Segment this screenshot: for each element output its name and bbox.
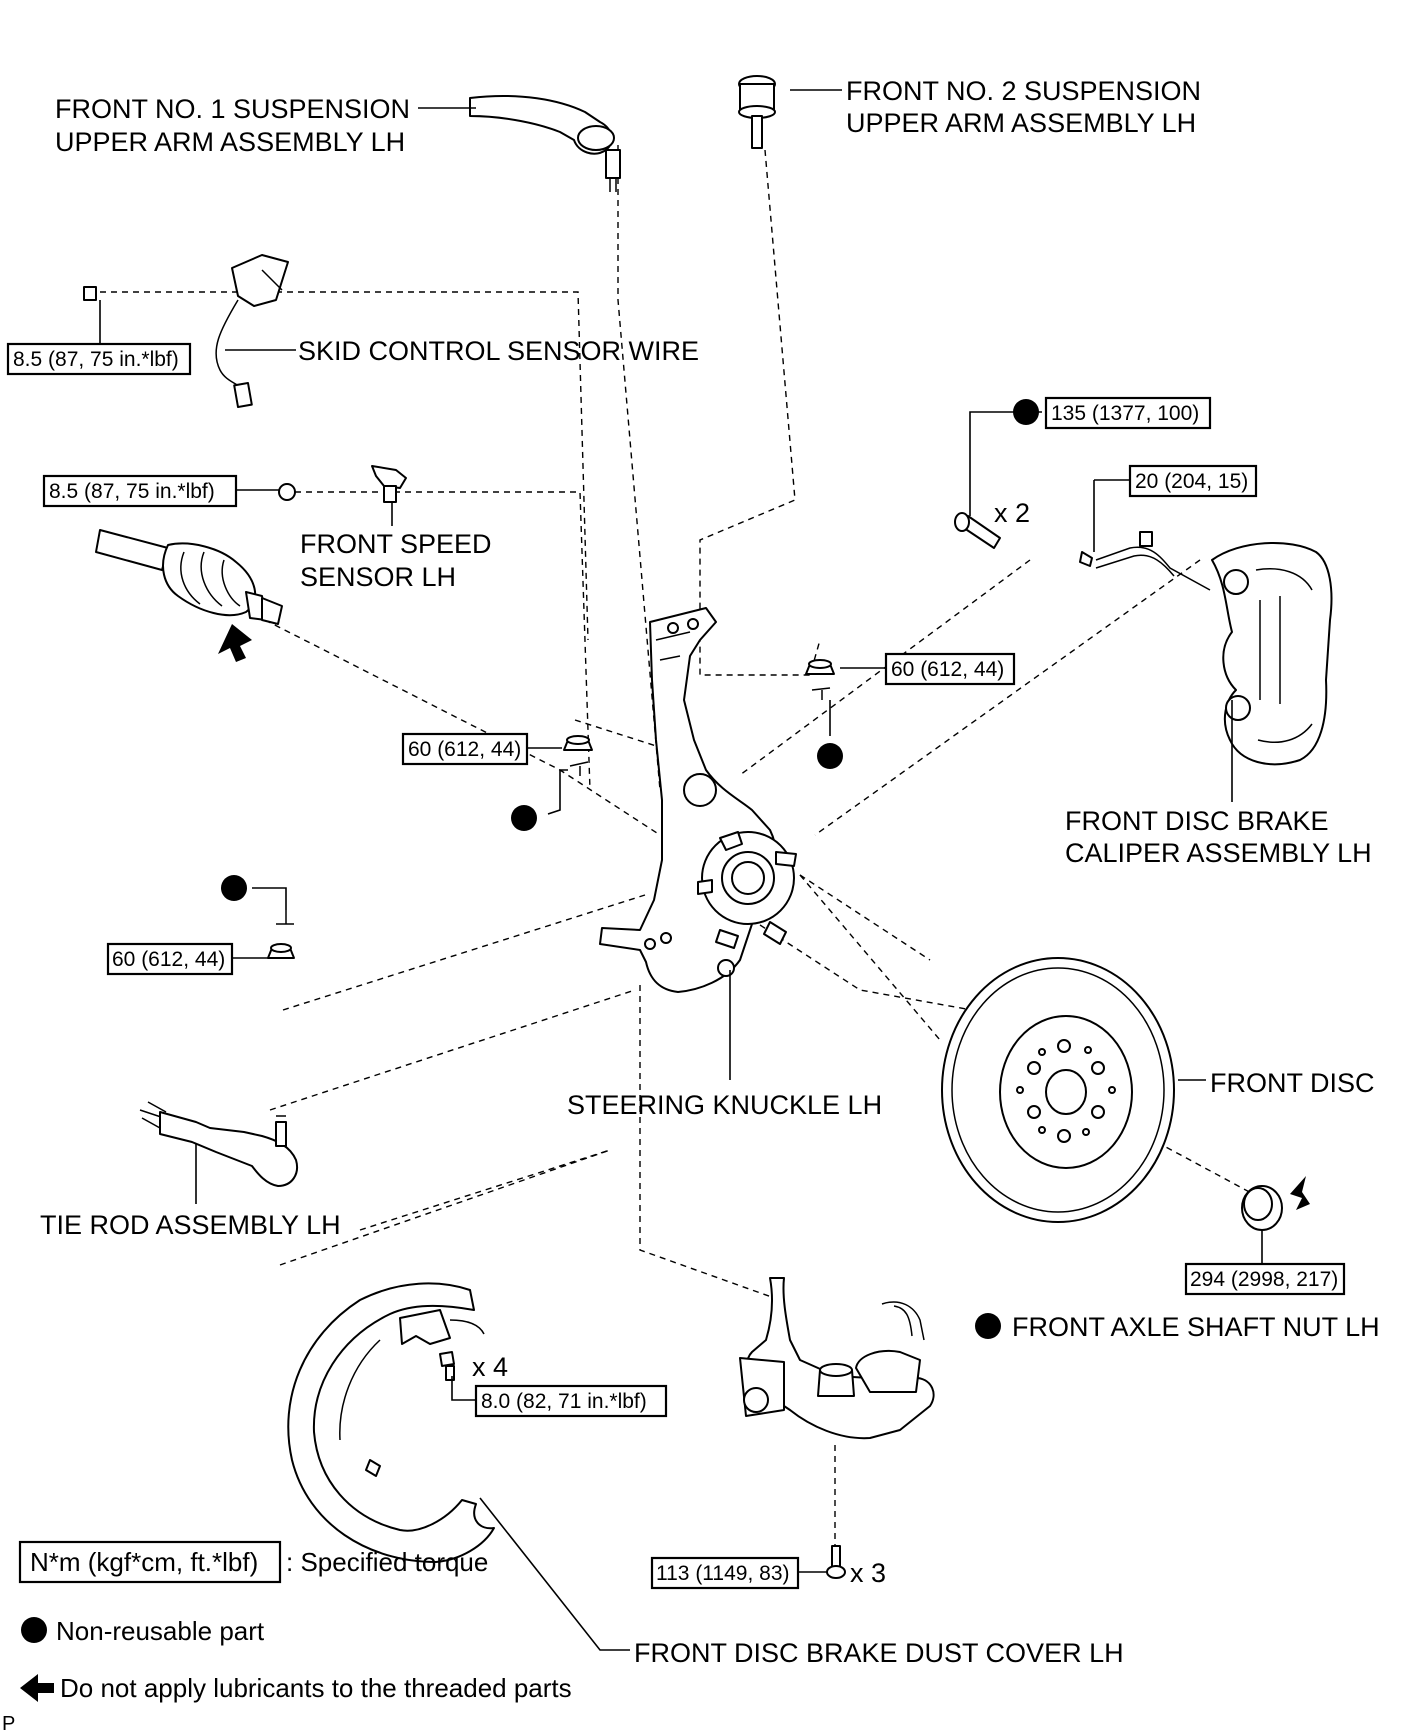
torque-specs: 8.5 (87, 75 in.*lbf) 8.5 (87, 75 in.*lbf… [6, 342, 1346, 1590]
svg-text:8.5 (87, 75 in.*lbf): 8.5 (87, 75 in.*lbf) [49, 480, 215, 503]
label-axle-shaft-nut: FRONT AXLE SHAFT NUT LH [1012, 1312, 1380, 1342]
non-reusable-dot-upper-left [511, 805, 537, 831]
corner-mark: P [2, 1713, 15, 1734]
label-caliper-line1: FRONT DISC BRAKE [1065, 806, 1329, 836]
torque-box-upper-nut-left: 60 (612, 44) [401, 732, 529, 766]
torque-box-dust-cover-bolt: 8.0 (82, 71 in.*lbf) [474, 1384, 668, 1418]
label-tie-rod-assembly: TIE ROD ASSEMBLY LH [40, 1210, 341, 1240]
label-upper-arm-2-line2: UPPER ARM ASSEMBLY LH [846, 108, 1196, 138]
svg-text:60 (612, 44): 60 (612, 44) [891, 658, 1004, 681]
upper-arm-2-part [738, 75, 776, 149]
front-speed-sensor-part [278, 465, 407, 503]
legend-no-lubricant-text: Do not apply lubricants to the threaded … [60, 1673, 572, 1703]
upper-arm-1-part [469, 95, 621, 192]
label-upper-arm-1-line2: UPPER ARM ASSEMBLY LH [55, 127, 405, 157]
legend-arrow-icon [20, 1674, 54, 1702]
torque-box-speed-sensor-bolt: 8.5 (87, 75 in.*lbf) [42, 474, 238, 508]
legend-non-reusable-dot [21, 1617, 47, 1643]
qty-lower-arm-bolt: x 3 [850, 1558, 886, 1588]
legend-no-lubricant: Do not apply lubricants to the threaded … [20, 1673, 572, 1703]
label-skid-control-sensor-wire: SKID CONTROL SENSOR WIRE [298, 336, 699, 366]
front-disc-brake-dust-cover-part [287, 1282, 495, 1563]
non-reusable-dot-caliper-bolt [1013, 399, 1039, 425]
non-reusable-dot-tie-rod [221, 875, 247, 901]
skid-control-sensor-wire-part [83, 254, 289, 409]
legend-torque-text: : Specified torque [286, 1547, 488, 1577]
label-caliper-line2: CALIPER ASSEMBLY LH [1065, 838, 1372, 868]
torque-box-skid-wire-bolt: 8.5 (87, 75 in.*lbf) [6, 342, 192, 376]
lower-arm-part [739, 1277, 935, 1579]
svg-text:294 (2998, 217): 294 (2998, 217) [1190, 1268, 1338, 1291]
tie-rod-assembly-part [139, 1101, 298, 1187]
steering-knuckle-part [599, 607, 777, 993]
legend-torque-unit: N*m (kgf*cm, ft.*lbf) [30, 1547, 258, 1577]
legend-non-reusable: Non-reusable part [21, 1616, 265, 1646]
label-front-speed-sensor-line1: FRONT SPEED [300, 529, 492, 559]
legend: N*m (kgf*cm, ft.*lbf) : Specified torque… [18, 1540, 572, 1703]
label-upper-arm-2-line1: FRONT NO. 2 SUSPENSION [846, 76, 1201, 106]
non-reusable-dot-axle-nut [975, 1313, 1001, 1339]
qty-caliper-bolt: x 2 [994, 498, 1030, 528]
upper-nut-left-part [563, 735, 593, 776]
assembly-guide-lines [100, 145, 1256, 1545]
tie-rod-nut-part [267, 910, 295, 959]
torque-box-upper-nut-right: 60 (612, 44) [884, 652, 1016, 686]
label-dust-cover: FRONT DISC BRAKE DUST COVER LH [634, 1638, 1124, 1668]
label-front-speed-sensor-line2: SENSOR LH [300, 562, 456, 592]
axle-hub-part [697, 831, 797, 977]
caliper-bolt-part [954, 512, 1001, 549]
axle-shaft-nut-part [1241, 1176, 1310, 1231]
torque-box-tie-rod-nut: 60 (612, 44) [106, 942, 234, 976]
svg-text:60 (612, 44): 60 (612, 44) [408, 738, 521, 761]
legend-torque: N*m (kgf*cm, ft.*lbf) : Specified torque [18, 1540, 488, 1584]
torque-box-lower-arm-bolt: 113 (1149, 83) [650, 1556, 800, 1590]
drive-shaft-part [95, 529, 283, 662]
upper-nut-right-part [805, 659, 835, 700]
svg-text:20 (204, 15): 20 (204, 15) [1135, 470, 1248, 493]
non-reusable-dot-upper-right [817, 743, 843, 769]
torque-box-axle-nut: 294 (2998, 217) [1184, 1262, 1346, 1296]
front-disc-brake-caliper-part [1211, 542, 1333, 766]
torque-box-hose-bolt: 20 (204, 15) [1128, 464, 1258, 498]
front-disc-part [941, 957, 1175, 1223]
label-upper-arm-1-line1: FRONT NO. 1 SUSPENSION [55, 94, 410, 124]
svg-text:60 (612, 44): 60 (612, 44) [112, 948, 225, 971]
svg-text:135 (1377, 100): 135 (1377, 100) [1051, 402, 1199, 425]
svg-text:8.5 (87, 75 in.*lbf): 8.5 (87, 75 in.*lbf) [13, 348, 179, 371]
legend-non-reusable-text: Non-reusable part [56, 1616, 265, 1646]
leader-lines [99, 89, 1263, 1651]
quantities: x 2 x 4 x 3 [472, 498, 1030, 1588]
non-reusable-markers [221, 399, 1039, 1339]
torque-box-caliper-bolt: 135 (1377, 100) [1044, 396, 1212, 430]
svg-text:8.0 (82, 71 in.*lbf): 8.0 (82, 71 in.*lbf) [481, 1390, 647, 1413]
label-steering-knuckle: STEERING KNUCKLE LH [567, 1090, 882, 1120]
svg-text:113 (1149, 83): 113 (1149, 83) [656, 1562, 790, 1585]
part-labels: FRONT NO. 1 SUSPENSION UPPER ARM ASSEMBL… [40, 76, 1380, 1668]
qty-dust-cover-bolt: x 4 [472, 1352, 508, 1382]
flexible-hose-part [1079, 531, 1211, 591]
label-front-disc: FRONT DISC [1210, 1068, 1375, 1098]
